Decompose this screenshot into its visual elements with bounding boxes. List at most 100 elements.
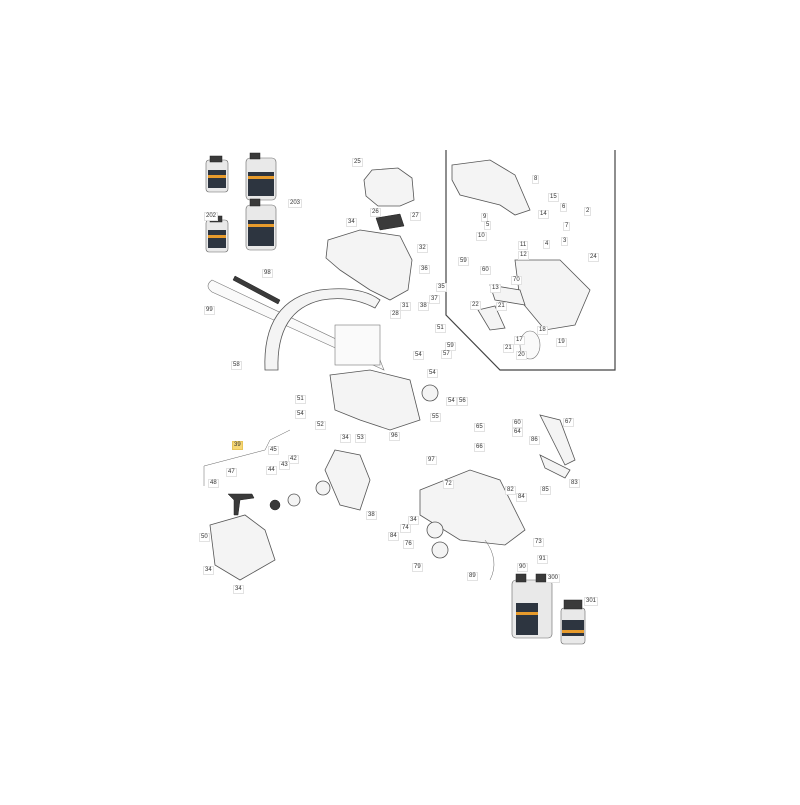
part-callout-34[interactable]: 34 xyxy=(346,218,357,227)
part-callout-300[interactable]: 300 xyxy=(546,574,561,583)
part-callout-73[interactable]: 73 xyxy=(533,538,544,547)
engine-housing xyxy=(325,229,413,301)
part-callout-91[interactable]: 91 xyxy=(537,555,548,564)
part-callout-72[interactable]: 72 xyxy=(443,480,454,489)
oil-can-group-top xyxy=(205,152,277,201)
top-cover xyxy=(363,167,415,207)
part-callout-52[interactable]: 52 xyxy=(315,421,326,430)
part-callout-34[interactable]: 34 xyxy=(340,434,351,443)
part-callout-10[interactable]: 10 xyxy=(476,232,487,241)
part-callout-64[interactable]: 64 xyxy=(512,428,523,437)
part-callout-47[interactable]: 47 xyxy=(226,468,237,477)
part-callout-50[interactable]: 50 xyxy=(199,533,210,542)
part-callout-2[interactable]: 2 xyxy=(584,207,592,216)
starter-handle xyxy=(227,493,255,516)
part-callout-19[interactable]: 19 xyxy=(556,338,567,347)
part-callout-5[interactable]: 5 xyxy=(484,221,492,230)
part-callout-51[interactable]: 51 xyxy=(295,395,306,404)
part-callout-53[interactable]: 53 xyxy=(355,434,366,443)
part-callout-54[interactable]: 54 xyxy=(413,351,424,360)
part-callout-97[interactable]: 97 xyxy=(426,456,437,465)
part-callout-85[interactable]: 85 xyxy=(540,486,551,495)
chain xyxy=(232,275,281,305)
part-callout-26[interactable]: 26 xyxy=(370,208,381,217)
part-callout-14[interactable]: 14 xyxy=(538,210,549,219)
part-callout-54[interactable]: 54 xyxy=(446,397,457,406)
part-callout-21[interactable]: 21 xyxy=(503,344,514,353)
part-callout-39[interactable]: 39 xyxy=(232,441,243,450)
part-callout-31[interactable]: 31 xyxy=(400,302,411,311)
part-callout-15[interactable]: 15 xyxy=(548,193,559,202)
part-callout-76[interactable]: 76 xyxy=(403,540,414,549)
part-callout-18[interactable]: 18 xyxy=(537,326,548,335)
clutch-drum xyxy=(421,384,439,402)
part-callout-25[interactable]: 25 xyxy=(352,158,363,167)
part-callout-74[interactable]: 74 xyxy=(400,524,411,533)
part-callout-90[interactable]: 90 xyxy=(517,563,528,572)
part-callout-28[interactable]: 28 xyxy=(390,310,401,319)
part-callout-35[interactable]: 35 xyxy=(436,283,447,292)
part-callout-51[interactable]: 51 xyxy=(435,324,446,333)
part-callout-57[interactable]: 57 xyxy=(441,350,452,359)
part-callout-65[interactable]: 65 xyxy=(474,423,485,432)
part-callout-34[interactable]: 34 xyxy=(408,516,419,525)
part-callout-70[interactable]: 70 xyxy=(511,276,522,285)
part-callout-203[interactable]: 203 xyxy=(288,199,303,208)
part-callout-55[interactable]: 55 xyxy=(430,413,441,422)
part-callout-56[interactable]: 56 xyxy=(457,397,468,406)
part-callout-34[interactable]: 34 xyxy=(233,585,244,594)
part-callout-86[interactable]: 86 xyxy=(529,436,540,445)
part-callout-24[interactable]: 24 xyxy=(588,253,599,262)
part-callout-54[interactable]: 54 xyxy=(427,369,438,378)
part-callout-22[interactable]: 22 xyxy=(470,301,481,310)
part-callout-34[interactable]: 34 xyxy=(203,566,214,575)
inset-frame xyxy=(445,150,616,371)
part-callout-44[interactable]: 44 xyxy=(266,466,277,475)
part-callout-98[interactable]: 98 xyxy=(262,269,273,278)
starter-cover xyxy=(209,514,276,581)
part-callout-89[interactable]: 89 xyxy=(467,572,478,581)
part-callout-79[interactable]: 79 xyxy=(412,563,423,572)
part-callout-4[interactable]: 4 xyxy=(543,240,551,249)
part-callout-38[interactable]: 38 xyxy=(366,511,377,520)
part-callout-38[interactable]: 38 xyxy=(418,302,429,311)
part-callout-7[interactable]: 7 xyxy=(563,222,571,231)
part-callout-27[interactable]: 27 xyxy=(410,212,421,221)
part-callout-60[interactable]: 60 xyxy=(480,266,491,275)
part-callout-48[interactable]: 48 xyxy=(208,479,219,488)
part-callout-21[interactable]: 21 xyxy=(496,302,507,311)
part-callout-99[interactable]: 99 xyxy=(204,306,215,315)
part-callout-17[interactable]: 17 xyxy=(514,336,525,345)
part-callout-54[interactable]: 54 xyxy=(295,410,306,419)
part-callout-12[interactable]: 12 xyxy=(518,251,529,260)
part-callout-202[interactable]: 202 xyxy=(204,212,219,221)
part-callout-45[interactable]: 45 xyxy=(268,446,279,455)
part-callout-36[interactable]: 36 xyxy=(419,265,430,274)
part-callout-59[interactable]: 59 xyxy=(458,257,469,266)
part-callout-96[interactable]: 96 xyxy=(389,432,400,441)
part-callout-82[interactable]: 82 xyxy=(505,486,516,495)
part-callout-20[interactable]: 20 xyxy=(516,351,527,360)
part-callout-67[interactable]: 67 xyxy=(563,418,574,427)
part-callout-84[interactable]: 84 xyxy=(516,493,527,502)
part-callout-60[interactable]: 60 xyxy=(512,419,523,428)
part-callout-3[interactable]: 3 xyxy=(561,237,569,246)
part-callout-66[interactable]: 66 xyxy=(474,443,485,452)
ignition-cable xyxy=(484,539,495,581)
part-callout-58[interactable]: 58 xyxy=(231,361,242,370)
part-callout-43[interactable]: 43 xyxy=(279,461,290,470)
crankcase xyxy=(329,369,421,431)
oil-cap xyxy=(431,541,449,559)
part-callout-8[interactable]: 8 xyxy=(532,175,540,184)
part-callout-84[interactable]: 84 xyxy=(388,532,399,541)
part-callout-42[interactable]: 42 xyxy=(288,455,299,464)
part-callout-301[interactable]: 301 xyxy=(584,597,599,606)
part-callout-32[interactable]: 32 xyxy=(417,244,428,253)
part-callout-37[interactable]: 37 xyxy=(429,295,440,304)
oil-can-group-bottom xyxy=(205,198,277,253)
part-callout-11[interactable]: 11 xyxy=(518,241,529,250)
part-callout-6[interactable]: 6 xyxy=(560,203,568,212)
part-callout-13[interactable]: 13 xyxy=(490,284,501,293)
part-callout-83[interactable]: 83 xyxy=(569,479,580,488)
